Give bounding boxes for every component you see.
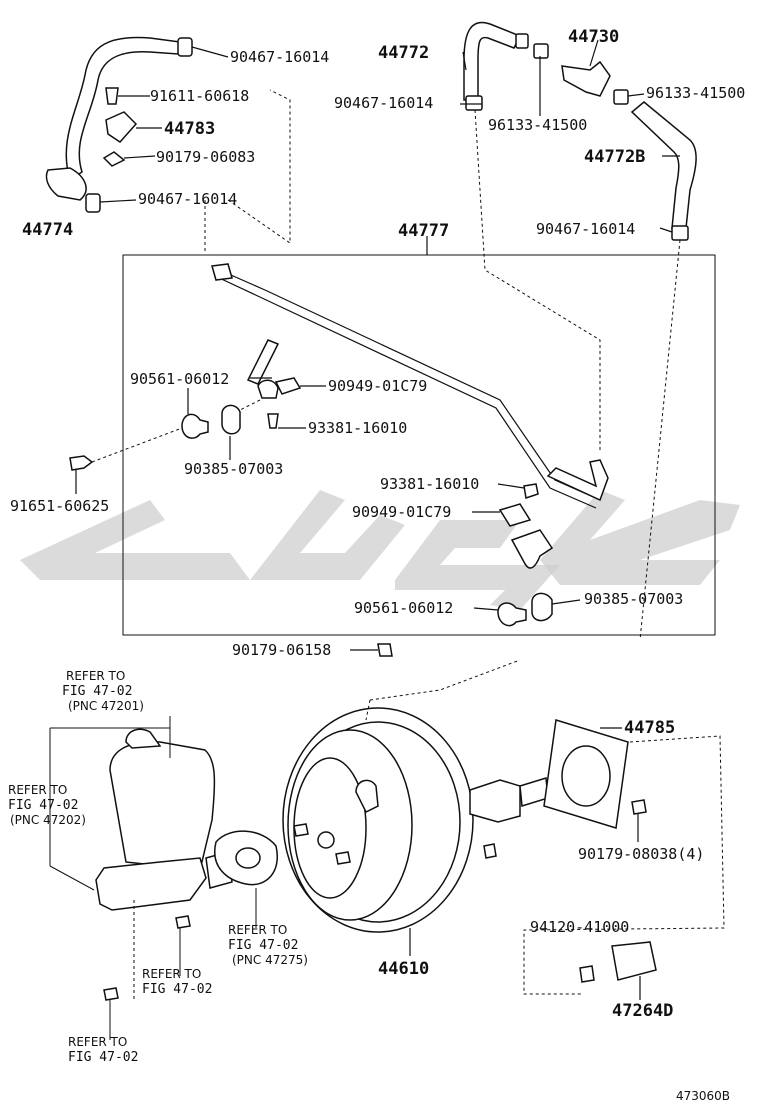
- label-93381-16010-b: 93381-16010: [380, 475, 479, 493]
- label-90949-01c79: 90949-01C79: [328, 377, 427, 395]
- label-44783: 44783: [164, 119, 215, 139]
- label-90179-06083: 90179-06083: [156, 148, 255, 166]
- ref-note-1-line2: FIG 47-02: [62, 684, 132, 699]
- label-90561-06012-b: 90561-06012: [354, 599, 453, 617]
- label-90949-01c79-b: 90949-01C79: [352, 503, 451, 521]
- gasket-44785: [523, 719, 725, 995]
- master-cylinder: [49, 716, 278, 1040]
- ref-note-3-line2: FIG 47-02: [228, 938, 298, 953]
- label-44774: 44774: [22, 220, 73, 240]
- vacuum-pipe-44777: [211, 263, 609, 509]
- ref-note-1-line1: REFER TO: [66, 669, 125, 683]
- label-44785: 44785: [624, 718, 675, 738]
- label-44777: 44777: [398, 221, 449, 241]
- brake-booster-44610: [282, 659, 549, 956]
- label-47264d: 47264D: [612, 1001, 673, 1021]
- label-44772b: 44772B: [584, 147, 645, 167]
- ref-note-4-line2: FIG 47-02: [142, 982, 212, 997]
- ref-note-3-line3: (PNC 47275): [232, 953, 308, 967]
- ref-note-2-line3: (PNC 47202): [10, 813, 86, 827]
- label-96133-41500-b: 96133-41500: [488, 116, 587, 134]
- label-96133-41500: 96133-41500: [646, 84, 745, 102]
- ref-note-5-line2: FIG 47-02: [68, 1050, 138, 1065]
- label-90385-07003: 90385-07003: [184, 460, 283, 478]
- ref-note-4-line1: REFER TO: [142, 967, 201, 981]
- label-90179-06158: 90179-06158: [232, 641, 331, 659]
- label-90467-16014-c: 90467-16014: [334, 94, 433, 112]
- figure-id: 473060B: [676, 1089, 730, 1103]
- label-91611-60618: 91611-60618: [150, 87, 249, 105]
- hose-44774-assembly: [45, 36, 229, 213]
- bracket-parts: [69, 339, 581, 657]
- label-90467-16014-d: 90467-16014: [536, 220, 635, 238]
- reference-notes: REFER TO FIG 47-02 (PNC 47201) REFER TO …: [8, 669, 308, 1065]
- ref-note-2-line1: REFER TO: [8, 783, 67, 797]
- label-44772: 44772: [378, 43, 429, 63]
- label-90179-08038: 90179-08038(4): [578, 845, 704, 863]
- watermark-logo: [20, 490, 740, 610]
- ref-note-1-line3: (PNC 47201): [68, 699, 144, 713]
- pipe-assembly-box: [122, 254, 716, 636]
- label-90385-07003-b: 90385-07003: [584, 590, 683, 608]
- hose-44772-assembly: [460, 21, 697, 241]
- ref-note-2-line2: FIG 47-02: [8, 798, 78, 813]
- label-44730: 44730: [568, 27, 619, 47]
- bracket-47264d: [579, 941, 657, 1000]
- label-90561-06012: 90561-06012: [130, 370, 229, 388]
- ref-note-3-line1: REFER TO: [228, 923, 287, 937]
- label-93381-16010: 93381-16010: [308, 419, 407, 437]
- label-90467-16014: 90467-16014: [230, 48, 329, 66]
- part-labels: 90467-16014 91611-60618 44783 90179-0608…: [10, 27, 745, 1021]
- label-91651-60625: 91651-60625: [10, 497, 109, 515]
- label-44610: 44610: [378, 959, 429, 979]
- ref-note-5-line1: REFER TO: [68, 1035, 127, 1049]
- label-94120-41000: 94120-41000: [530, 918, 629, 936]
- label-90467-16014-b: 90467-16014: [138, 190, 237, 208]
